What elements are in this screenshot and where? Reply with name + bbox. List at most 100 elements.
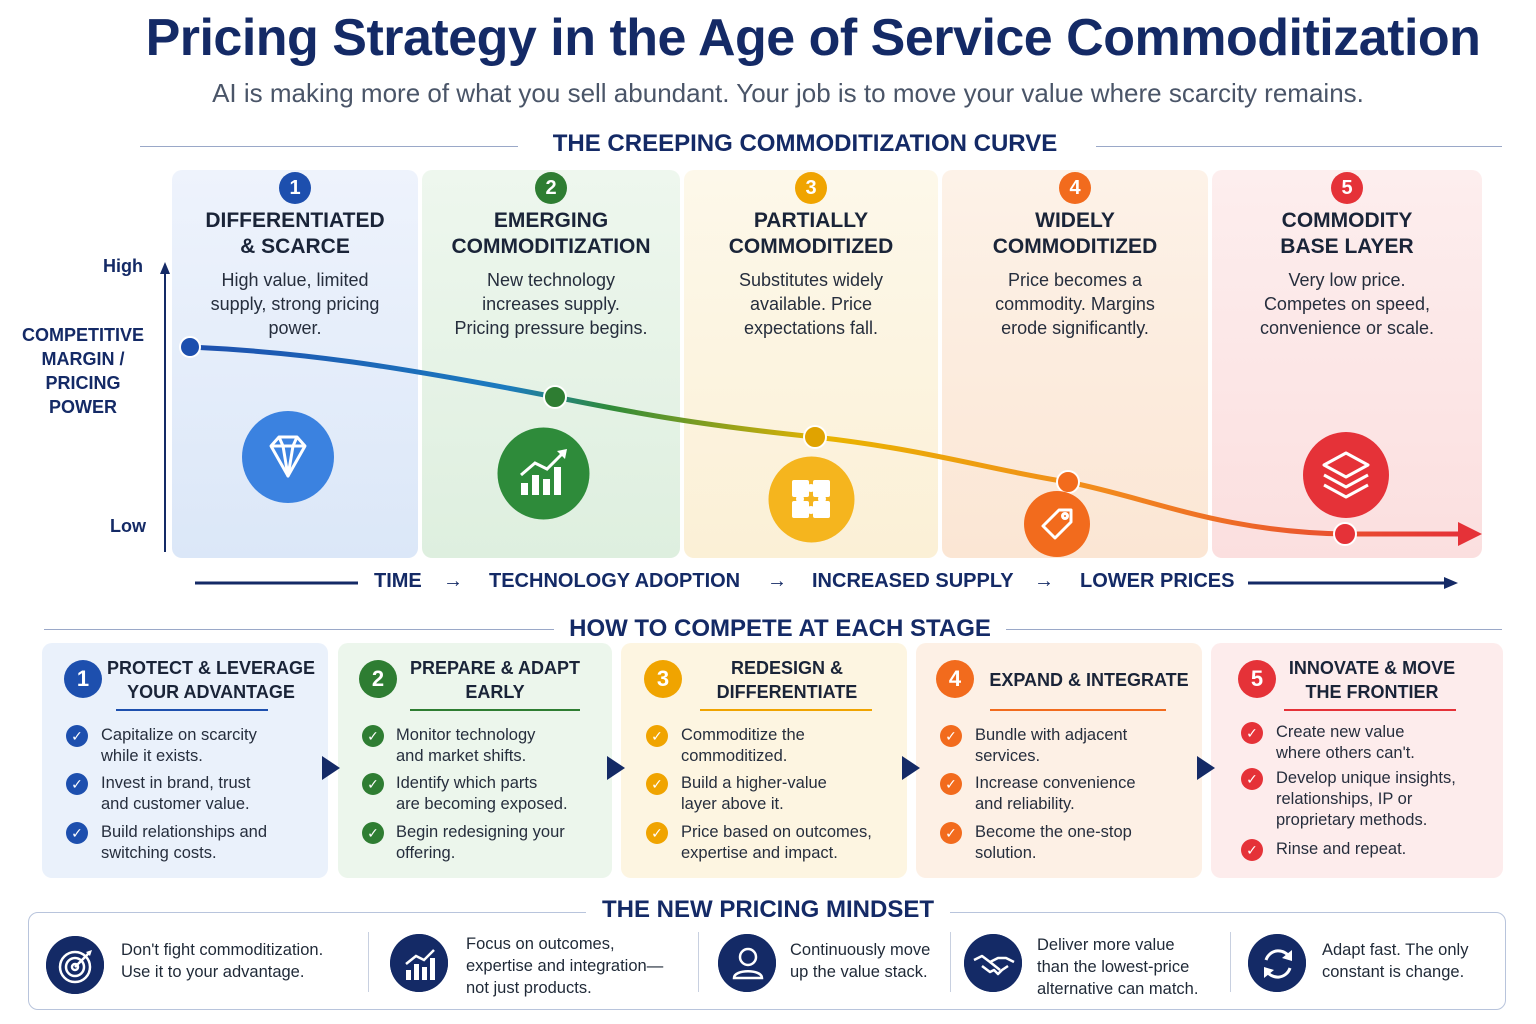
stage-number-badge: 2	[535, 172, 567, 204]
stage-title: COMMODITY BASE LAYER	[1280, 209, 1414, 258]
divider-right	[1006, 629, 1502, 630]
next-arrow-icon	[607, 756, 625, 780]
page-subtitle: AI is making more of what you sell abund…	[212, 78, 1364, 108]
stage-3-header: 3 PARTIALLY COMMODITIZED Substitutes wid…	[684, 172, 938, 340]
target-icon	[46, 936, 104, 994]
mindset-item-3: Continuously move up the value stack.	[790, 941, 931, 981]
stage-title: EMERGING COMMODITIZATION	[451, 209, 651, 258]
flow-lower-prices: LOWER PRICES	[1080, 570, 1235, 592]
card-item: Invest in brand, trust and customer valu…	[101, 774, 251, 813]
checkmark-icon: ✓	[646, 773, 668, 795]
checkmark-icon: ✓	[1241, 722, 1263, 744]
card-title: PROTECT & LEVERAGE YOUR ADVANTAGE	[106, 658, 316, 702]
compete-section-heading: HOW TO COMPETE AT EACH STAGE	[569, 615, 991, 642]
price-tag-icon	[1024, 491, 1090, 557]
checkmark-icon: ✓	[66, 822, 88, 844]
stage-title: DIFFERENTIATED & SCARCE	[205, 209, 385, 258]
page-title: Pricing Strategy in the Age of Service C…	[145, 9, 1481, 67]
diamond-icon	[242, 411, 334, 503]
card-item: Create new value where others can't.	[1276, 723, 1415, 762]
mindset-separator	[950, 932, 951, 992]
card-title: PREPARE & ADAPT EARLY	[409, 658, 580, 702]
card-item: Increase convenience and reliability.	[975, 774, 1136, 813]
card-item: Price based on outcomes, expertise and i…	[681, 823, 872, 862]
next-arrow-icon	[1197, 756, 1215, 780]
mindset-separator	[698, 932, 699, 992]
stage-number-badge: 5	[1331, 172, 1363, 204]
curve-point-1	[179, 336, 201, 358]
stage-description: New technology increases supply. Pricing…	[454, 270, 648, 338]
y-axis-label: COMPETITIVE MARGIN / PRICING POWER	[21, 325, 144, 417]
mindset-item-2: Focus on outcomes, expertise and integra…	[466, 935, 664, 997]
curve-arrowhead	[1458, 522, 1482, 546]
checkmark-icon: ✓	[646, 822, 668, 844]
stage-description: Very low price. Competes on speed, conve…	[1259, 270, 1435, 338]
card-title: INNOVATE & MOVE THE FRONTIER	[1288, 658, 1456, 702]
flow-arrow-3: →	[1034, 570, 1054, 592]
mindset-separator	[368, 932, 369, 992]
card-rule	[116, 709, 268, 711]
card-number-badge: 5	[1238, 660, 1276, 698]
checkmark-icon: ✓	[940, 725, 962, 747]
checkmark-icon: ✓	[362, 822, 384, 844]
checkmark-icon: ✓	[66, 725, 88, 747]
checkmark-icon: ✓	[362, 725, 384, 747]
divider-right	[1096, 146, 1502, 147]
curve-section-heading: THE CREEPING COMMODITIZATION CURVE	[552, 130, 1058, 157]
card-number-badge: 3	[644, 660, 682, 698]
stage-4-header: 4 WIDELY COMMODITIZED Price becomes a co…	[942, 172, 1208, 340]
stage-4-panel	[942, 170, 1208, 558]
stage-title: PARTIALLY COMMODITIZED	[728, 209, 894, 258]
card-title: REDESIGN & DIFFERENTIATE	[716, 658, 858, 702]
card-number-badge: 1	[64, 660, 102, 698]
card-item: Build a higher-value layer above it.	[681, 774, 827, 813]
bar-chart-icon	[390, 934, 448, 992]
card-number-badge: 2	[359, 660, 397, 698]
card-item: Build relationships and switching costs.	[101, 823, 268, 862]
stage-1-header: 1 DIFFERENTIATED & SCARCE High value, li…	[172, 172, 418, 340]
flow-arrow-2: →	[767, 570, 787, 592]
stage-number-badge: 1	[279, 172, 311, 204]
card-item: Develop unique insights, relationships, …	[1276, 769, 1456, 829]
growth-chart-icon	[497, 427, 590, 520]
card-item: Begin redesigning your offering.	[396, 823, 565, 862]
puzzle-icon	[768, 456, 855, 543]
card-item: Commoditize the commoditized.	[681, 726, 805, 765]
curve-point-2	[543, 385, 567, 409]
divider-left	[44, 629, 554, 630]
card-item: Monitor technology and market shifts.	[396, 726, 536, 765]
mindset-section-heading: THE NEW PRICING MINDSET	[586, 896, 950, 924]
stage-description: Substitutes widely available. Price expe…	[738, 270, 884, 338]
card-rule	[990, 709, 1166, 711]
checkmark-icon: ✓	[1241, 839, 1263, 861]
next-arrow-icon	[322, 756, 340, 780]
stage-title: WIDELY COMMODITIZED	[992, 209, 1158, 258]
flow-technology-adoption: TECHNOLOGY ADOPTION	[489, 570, 741, 592]
card-rule	[1284, 709, 1456, 711]
flow-arrow-line	[195, 577, 1458, 589]
person-icon	[718, 934, 776, 992]
card-number-badge: 4	[936, 660, 974, 698]
flow-increased-supply: INCREASED SUPPLY	[812, 570, 1014, 592]
divider-left	[140, 146, 518, 147]
stage-number-badge: 4	[1059, 172, 1091, 204]
checkmark-icon: ✓	[362, 773, 384, 795]
card-title: EXPAND & INTEGRATE	[989, 670, 1189, 690]
card-item: Bundle with adjacent services.	[975, 726, 1128, 765]
curve-point-3	[803, 425, 827, 449]
flow-time: TIME	[374, 570, 422, 592]
stage-number-badge: 3	[795, 172, 827, 204]
card-item: Capitalize on scarcity while it exists.	[101, 726, 257, 765]
checkmark-icon: ✓	[940, 773, 962, 795]
y-axis-high: High	[103, 256, 143, 276]
y-axis-low: Low	[110, 516, 146, 536]
stage-description: Price becomes a commodity. Margins erode…	[995, 270, 1155, 338]
checkmark-icon: ✓	[646, 725, 668, 747]
layers-icon	[1303, 432, 1389, 518]
flow-arrow-1: →	[443, 570, 463, 592]
card-item: Rinse and repeat.	[1276, 840, 1407, 858]
card-item: Identify which parts are becoming expose…	[396, 774, 568, 813]
card-rule	[410, 709, 580, 711]
refresh-icon	[1248, 934, 1306, 992]
checkmark-icon: ✓	[66, 773, 88, 795]
